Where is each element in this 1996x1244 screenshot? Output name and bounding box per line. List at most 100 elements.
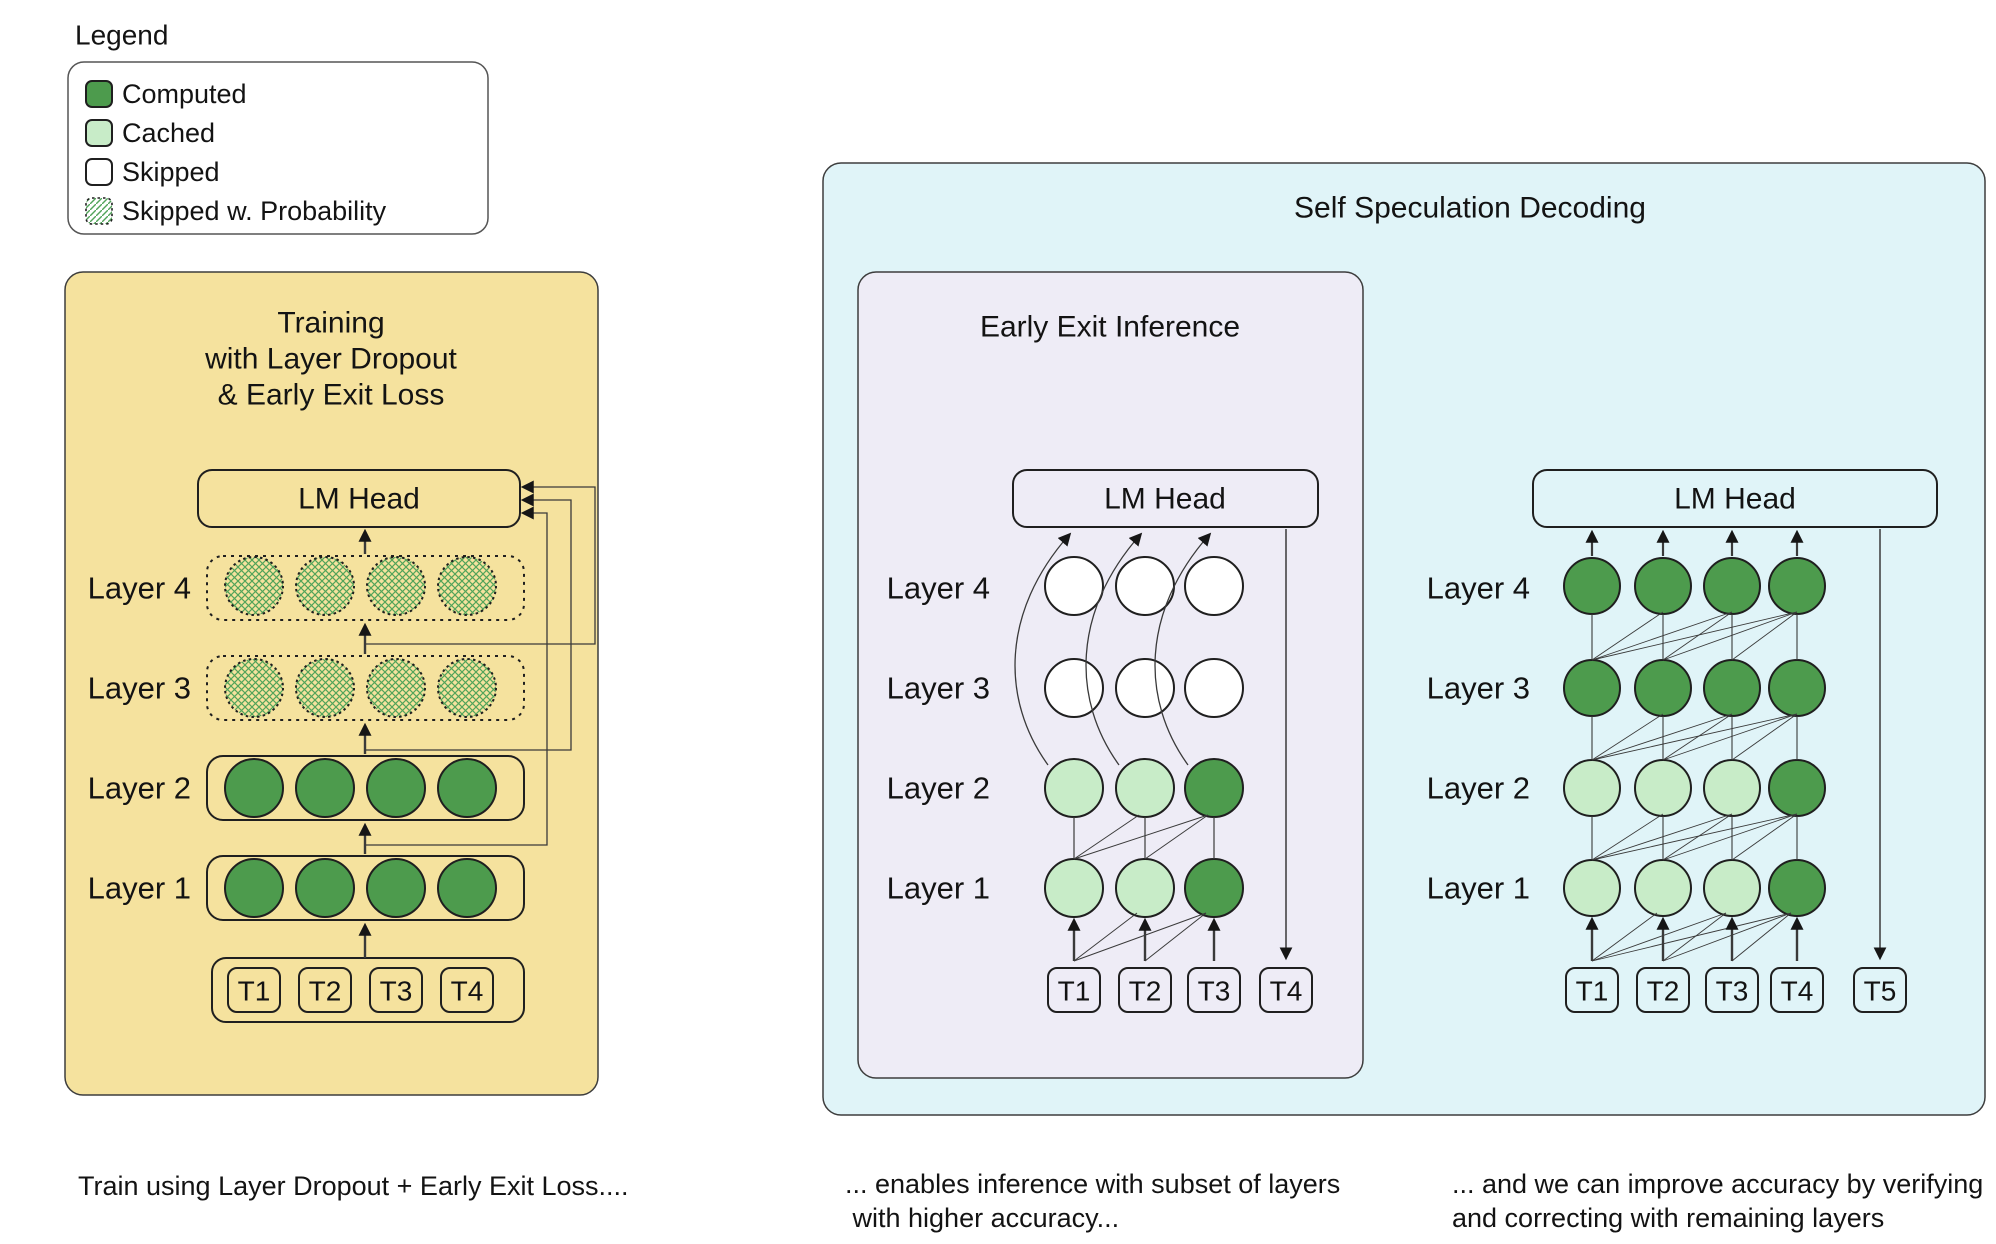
token-label: T3 [1716, 976, 1749, 1007]
unit-computed-circle [366, 758, 426, 818]
unit-hatch-circle [224, 658, 284, 718]
unit-skipped-circle [1044, 658, 1104, 718]
unit-cached-circle [1634, 859, 1692, 917]
unit-cached-circle [1044, 758, 1104, 818]
early-exit-layer-label: Layer 1 [887, 871, 990, 906]
unit-cached-circle [1703, 859, 1761, 917]
token-box-output [1259, 967, 1313, 1013]
unit-computed-circle [437, 758, 497, 818]
edge-line [1591, 813, 1798, 861]
unit-computed-circle [1184, 858, 1244, 918]
speculation-title: Self Speculation Decoding [1294, 192, 1646, 225]
token-box [369, 967, 423, 1013]
edge-line [1591, 713, 1664, 761]
token-label: T2 [1647, 976, 1680, 1007]
training-lm-head-label: LM Head [298, 483, 420, 516]
unit-computed-circle [1768, 759, 1826, 817]
training-lm-head-box [197, 469, 521, 528]
unit-computed-circle [1184, 758, 1244, 818]
unit-computed-circle [437, 858, 497, 918]
training-layer1-row [206, 855, 525, 921]
unit-computed-circle [1768, 557, 1826, 615]
unit-computed-circle [1563, 659, 1621, 717]
training-token-container [211, 957, 525, 1023]
unit-cached-circle [1634, 759, 1692, 817]
unit-computed-circle [1634, 659, 1692, 717]
early-exit-curve [1085, 532, 1143, 766]
token-label: T1 [238, 976, 271, 1007]
unit-cached-circle [1563, 759, 1621, 817]
token-box [1770, 967, 1824, 1013]
verify-caption-line: ... and we can improve accuracy by verif… [1452, 1169, 1983, 1199]
unit-cached-circle [1563, 859, 1621, 917]
training-title-line: with Layer Dropout [204, 343, 457, 376]
legend-label: Computed [122, 79, 247, 109]
token-label: T1 [1058, 976, 1091, 1007]
early-exit-caption-line: with higher accuracy... [845, 1203, 1119, 1233]
token-label: T1 [1576, 976, 1609, 1007]
unit-computed-circle [224, 858, 284, 918]
legend-label: Skipped w. Probability [122, 196, 387, 226]
early-exit-curve [1154, 532, 1212, 766]
early-exit-curve [1014, 532, 1072, 766]
early-exit-layer-label: Layer 3 [887, 671, 990, 706]
unit-skipped-circle [1044, 556, 1104, 616]
legend-swatch-cached [85, 119, 113, 147]
edge-line [1591, 912, 1658, 962]
early-exit-wire [365, 493, 572, 751]
verify-layer-label: Layer 2 [1427, 771, 1530, 806]
early-exit-wire [365, 480, 596, 645]
early-exit-lm-head-box [1012, 469, 1319, 528]
edge-line [1591, 611, 1733, 661]
unit-hatch-circle [437, 658, 497, 718]
verify-caption-line: and correcting with remaining layers [1452, 1203, 1884, 1233]
unit-hatch-circle [224, 556, 284, 616]
training-caption: Train using Layer Dropout + Early Exit L… [78, 1171, 629, 1201]
unit-computed-circle [1563, 557, 1621, 615]
token-box-output [1853, 967, 1907, 1013]
token-box [1118, 967, 1172, 1013]
token-box [1636, 967, 1690, 1013]
edge-line [1731, 611, 1798, 661]
token-label: T2 [309, 976, 342, 1007]
legend-box [67, 61, 489, 235]
unit-hatch-circle [295, 556, 355, 616]
unit-computed-circle [366, 858, 426, 918]
training-title-line: & Early Exit Loss [218, 379, 445, 412]
connections [358, 480, 1887, 962]
edge-line [1073, 912, 1207, 962]
early-exit-wire [365, 506, 548, 846]
edge-line [1731, 813, 1798, 861]
early-exit-layer-label: Layer 4 [887, 571, 990, 606]
unit-hatch-circle [366, 556, 426, 616]
token-label: T3 [380, 976, 413, 1007]
verify-layer-label: Layer 3 [1427, 671, 1530, 706]
unit-computed-circle [224, 758, 284, 818]
edge-line [1731, 713, 1798, 761]
token-box [440, 967, 494, 1013]
token-label: T2 [1129, 976, 1162, 1007]
edge-line [1591, 713, 1798, 761]
verify-lm-head-box [1532, 469, 1938, 528]
legend-title: Legend [75, 20, 168, 51]
unit-circles [224, 556, 1826, 918]
unit-computed-circle [295, 758, 355, 818]
unit-cached-circle [1115, 758, 1175, 818]
unit-computed-circle [1703, 659, 1761, 717]
edge-line [1073, 814, 1140, 860]
edge-line [1591, 912, 1727, 962]
token-box [1705, 967, 1759, 1013]
legend-label: Cached [122, 118, 215, 148]
verify-layer-label: Layer 4 [1427, 571, 1530, 606]
training-layer-label: Layer 3 [88, 671, 191, 706]
legend-label: Skipped [122, 157, 220, 187]
unit-computed-circle [1703, 557, 1761, 615]
training-layer-label: Layer 2 [88, 771, 191, 806]
legend-swatch-skipped-probability [85, 197, 113, 225]
edge-line [1662, 611, 1798, 661]
edge-line [1591, 713, 1733, 761]
early-exit-caption-line: ... enables inference with subset of lay… [845, 1169, 1340, 1199]
unit-skipped-circle [1184, 556, 1244, 616]
edge-line [1731, 912, 1792, 962]
